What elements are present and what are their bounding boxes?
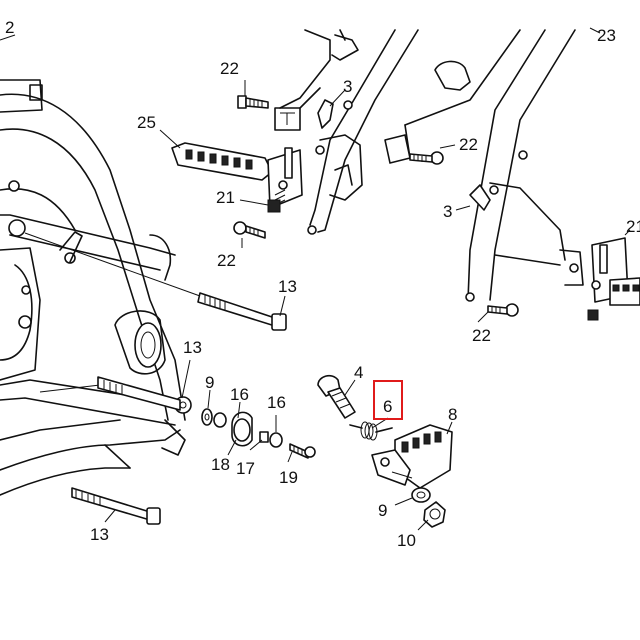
- long-bolts-13: [24, 232, 287, 525]
- label-22-mid: 22: [217, 251, 236, 270]
- label-19: 19: [279, 468, 298, 487]
- label-16-left: 16: [230, 385, 249, 404]
- callout-labels: 2 23 22 3 25 22 21 22 3 21 22 13 13 9 16…: [5, 18, 640, 550]
- label-23: 23: [597, 26, 616, 45]
- leader-lines: [0, 27, 631, 531]
- label-8: 8: [448, 405, 457, 424]
- label-4: 4: [354, 363, 363, 382]
- label-13-mid: 13: [183, 338, 202, 357]
- left-footpeg-bracket: [274, 29, 419, 235]
- pivot-hardware: [201, 408, 316, 459]
- label-18: 18: [211, 455, 230, 474]
- label-9-right: 9: [378, 501, 387, 520]
- label-22-bottom: 22: [472, 326, 491, 345]
- label-16-right: 16: [267, 393, 286, 412]
- label-25: 25: [137, 113, 156, 132]
- label-2: 2: [5, 18, 14, 37]
- label-21-left: 21: [216, 188, 235, 207]
- label-13-bottom: 13: [90, 525, 109, 544]
- label-6: 6: [383, 397, 392, 416]
- label-17: 17: [236, 459, 255, 478]
- washer-9-nut-10: [411, 487, 446, 528]
- label-13-top: 13: [278, 277, 297, 296]
- label-22-right: 22: [459, 135, 478, 154]
- label-3-right: 3: [443, 202, 452, 221]
- bolts-22: [233, 95, 519, 317]
- right-footpeg-bracket: [384, 29, 584, 302]
- highlight-box: [373, 380, 403, 420]
- spring-6: [349, 421, 393, 441]
- clip-3: [469, 184, 491, 211]
- footpeg-21-right: [587, 237, 640, 321]
- label-9-left: 9: [205, 373, 214, 392]
- label-3-left: 3: [343, 77, 352, 96]
- footpeg-8: [371, 424, 453, 489]
- bolt-4: [317, 374, 356, 419]
- label-21-right: 21: [626, 217, 640, 236]
- footpeg-25: [171, 142, 303, 213]
- label-22-top: 22: [220, 59, 239, 78]
- main-frame: [0, 79, 192, 496]
- label-10: 10: [397, 531, 416, 550]
